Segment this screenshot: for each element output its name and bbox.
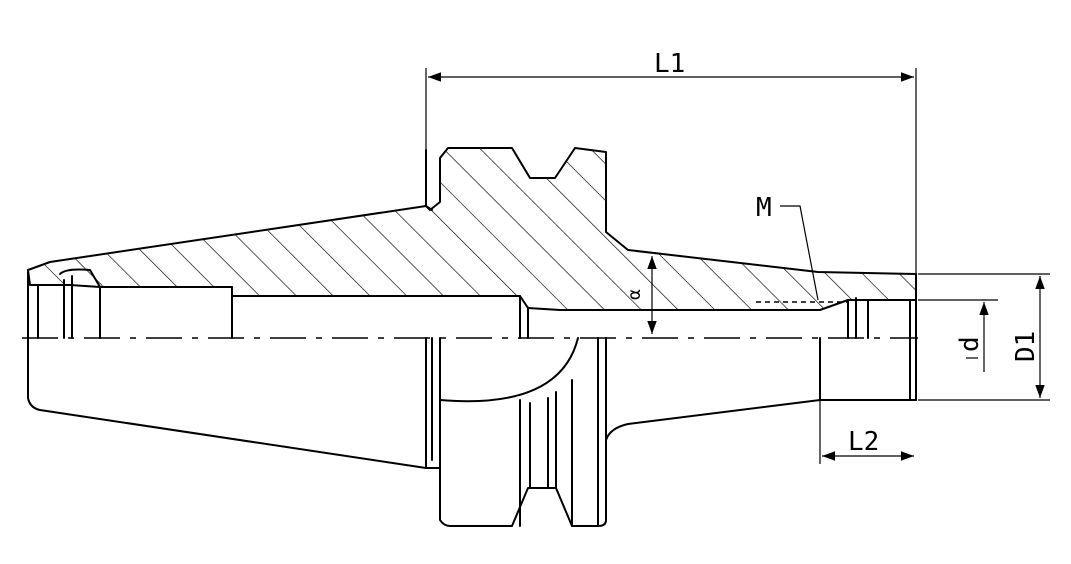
- hatched-body-section: [27, 147, 917, 311]
- alpha-label: α: [624, 289, 645, 300]
- callout-M: M: [756, 193, 819, 301]
- left-end-chamfer: [37, 275, 101, 339]
- flange-groove-lines: [519, 337, 599, 527]
- dimension-d: d: [918, 299, 998, 372]
- nose-bore: [819, 297, 911, 401]
- flange-lower: [425, 337, 607, 527]
- d-label: d: [955, 336, 985, 352]
- shank-lower: [605, 337, 917, 441]
- dimension-alpha: α: [624, 256, 657, 334]
- external-lower-half: [27, 268, 917, 527]
- dimension-D1: D1: [918, 273, 1050, 401]
- sectioned-upper-half: [27, 147, 917, 311]
- L2-label: L2: [848, 427, 879, 457]
- D1-label: D1: [1011, 331, 1041, 362]
- taper-lower-outline: [27, 337, 441, 469]
- flange-arc: [439, 337, 579, 403]
- L1-label: L1: [654, 49, 685, 79]
- dimension-L1: L1: [425, 49, 917, 274]
- flange-notch-left: [425, 149, 433, 211]
- bore-step: [519, 295, 529, 339]
- left-end-groove: [59, 268, 101, 288]
- M-leader-line: [780, 205, 819, 301]
- dimension-L2: L2: [819, 400, 914, 464]
- M-label: M: [756, 193, 772, 223]
